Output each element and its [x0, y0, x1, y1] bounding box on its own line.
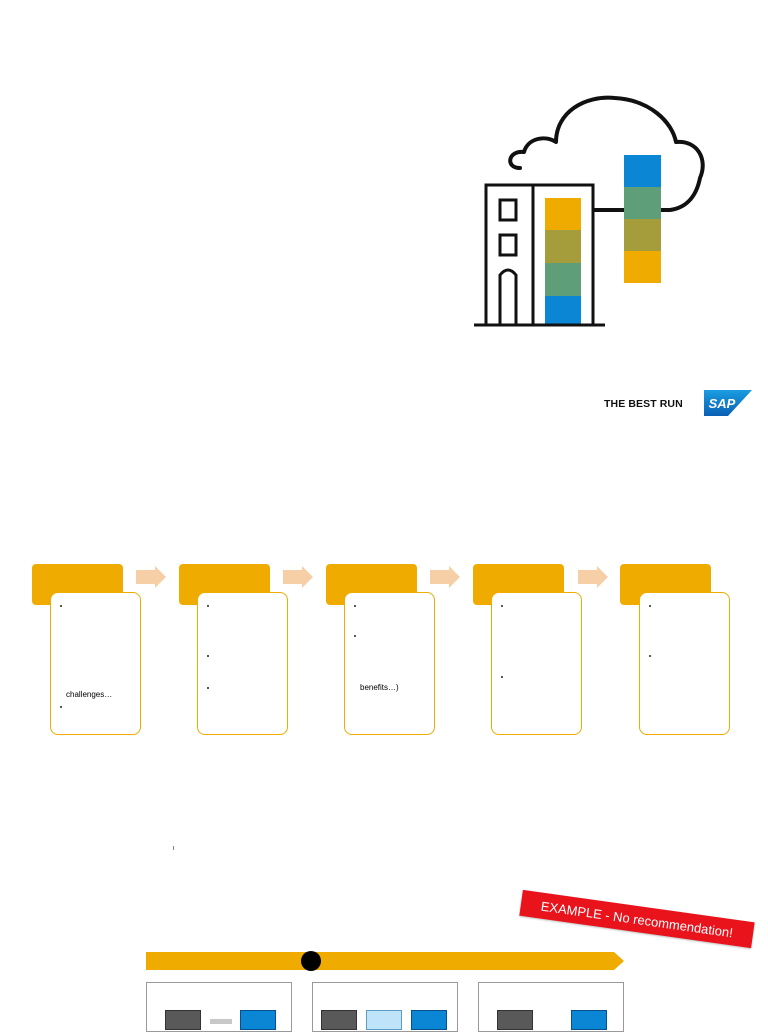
chevron-right-icon	[283, 566, 313, 588]
step-3-card: benefits…)	[344, 592, 435, 735]
block-gray	[165, 1010, 201, 1030]
step-5-card	[639, 592, 730, 735]
bullet	[60, 706, 62, 708]
block-gray	[497, 1010, 533, 1030]
bullet	[354, 605, 356, 607]
bullet	[649, 605, 651, 607]
brand-tagline: THE BEST RUN	[604, 398, 683, 410]
block-blue	[571, 1010, 607, 1030]
block-blue	[411, 1010, 447, 1030]
bullet	[501, 676, 503, 678]
sap-logo: SAP	[704, 390, 752, 416]
bullet	[501, 605, 503, 607]
bullet	[649, 655, 651, 657]
chevron-right-icon	[136, 566, 166, 588]
arrow-connector	[210, 1019, 232, 1024]
block-light-blue	[366, 1010, 402, 1030]
small-mark	[173, 846, 174, 850]
chevron-right-icon	[430, 566, 460, 588]
step-2-card	[197, 592, 288, 735]
step-1-text: challenges…	[66, 690, 113, 699]
dot-icon	[301, 951, 321, 971]
timeline-arrow	[146, 951, 624, 971]
step-4-card	[491, 592, 582, 735]
svg-text:SAP: SAP	[709, 396, 736, 411]
step-3-text: benefits…)	[360, 683, 399, 692]
bullet	[207, 655, 209, 657]
chevron-right-icon	[578, 566, 608, 588]
block-blue	[240, 1010, 276, 1030]
cloud-building-icon	[474, 95, 705, 327]
bullet	[207, 605, 209, 607]
bullet	[60, 605, 62, 607]
block-gray	[321, 1010, 357, 1030]
bullet	[354, 635, 356, 637]
step-1-card: challenges…	[50, 592, 141, 735]
bullet	[207, 687, 209, 689]
example-stamp: EXAMPLE - No recommendation!	[519, 889, 755, 949]
